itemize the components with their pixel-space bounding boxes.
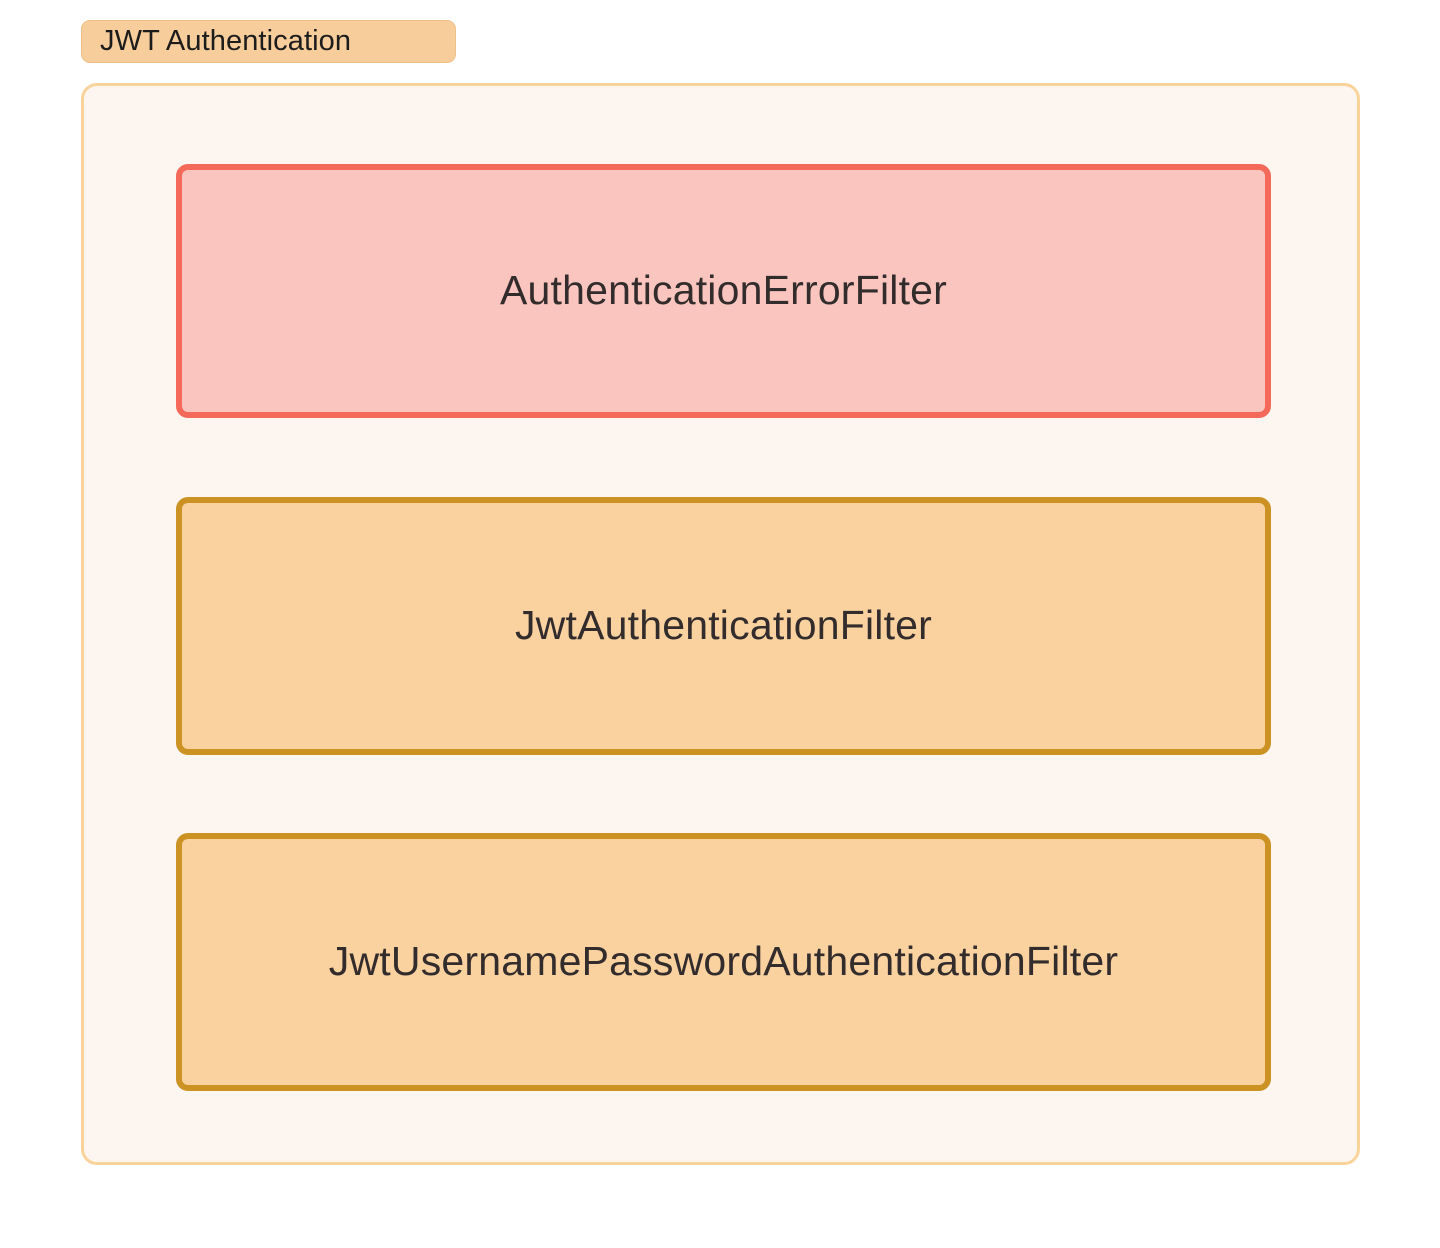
node-jwt-username-password-authentication-filter[interactable]: JwtUsernamePasswordAuthenticationFilter	[176, 833, 1271, 1091]
group-title-label: JWT Authentication	[81, 20, 456, 63]
jwt-authentication-group-container: AuthenticationErrorFilter JwtAuthenticat…	[81, 83, 1360, 1165]
node-label-authentication-error-filter: AuthenticationErrorFilter	[499, 267, 948, 314]
group-title-text: JWT Authentication	[100, 25, 352, 57]
node-label-jwt-authentication-filter: JwtAuthenticationFilter	[514, 602, 933, 649]
node-authentication-error-filter[interactable]: AuthenticationErrorFilter	[176, 164, 1271, 418]
node-label-jwt-username-password-authentication-filter: JwtUsernamePasswordAuthenticationFilter	[328, 938, 1119, 985]
node-jwt-authentication-filter[interactable]: JwtAuthenticationFilter	[176, 497, 1271, 755]
